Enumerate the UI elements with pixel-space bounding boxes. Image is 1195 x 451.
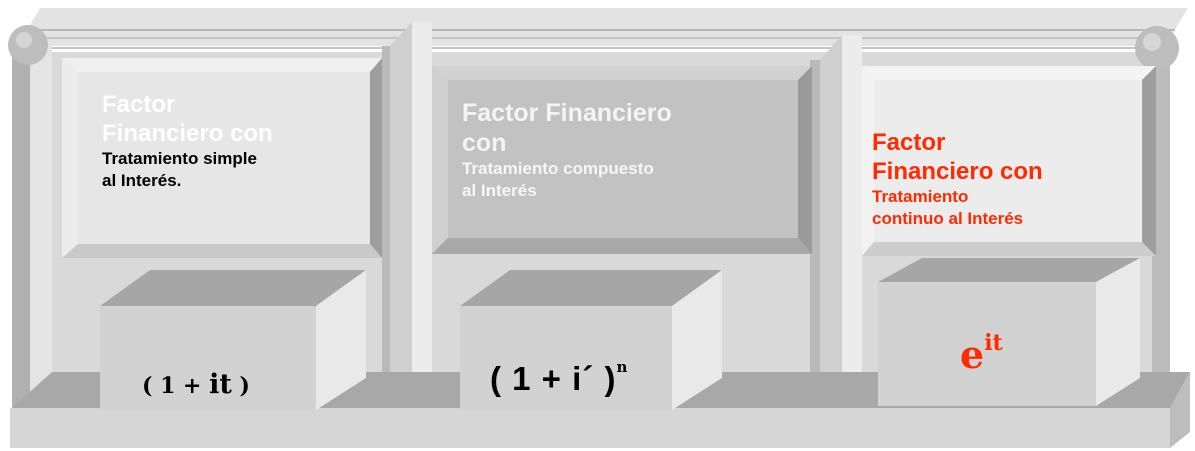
panel-2-title-line1: Factor Financiero <box>462 99 672 127</box>
formula-continuous-exponent: it <box>984 330 1003 357</box>
formula-box-1 <box>100 270 366 410</box>
formula-compound-exponent: n <box>616 358 629 376</box>
panel-1-subtitle-line2: al Interés. <box>102 171 182 190</box>
panel-1-title-line2: Financiero con <box>102 120 273 147</box>
panel-1-title-line1: Factor <box>102 91 176 118</box>
frame-pillars <box>12 22 1170 420</box>
panel-2-plate <box>432 66 812 254</box>
panel-3-plate <box>862 66 1156 256</box>
panel-1-subtitle-line1: Tratamiento simple <box>102 149 257 168</box>
formula-continuous: eit <box>960 330 1003 377</box>
formula-box-3 <box>878 258 1140 406</box>
frame-top-rail <box>18 8 1188 46</box>
formula-box-2 <box>460 270 722 410</box>
panel-2-subtitle-line2: al Interés <box>462 181 537 200</box>
formula-simple-var: it <box>209 369 232 400</box>
panel-3-subtitle-line2: continuo al Interés <box>872 209 1024 228</box>
panel-3-title-line1: Factor <box>872 129 946 156</box>
formula-compound-base: ( 1 + i´ ) <box>490 360 617 397</box>
panel-3-text: Factor Financiero con Tratamiento contin… <box>872 128 1142 230</box>
formula-simple-open: ( 1 + <box>142 373 210 399</box>
panel-1-text: Factor Financiero con Tratamiento simple… <box>102 90 372 192</box>
formula-simple: ( 1 + it ) <box>142 369 250 400</box>
formula-simple-close: ) <box>231 373 250 399</box>
panel-3-subtitle-line1: Tratamiento <box>872 187 969 206</box>
panel-2-text: Factor Financiero con Tratamiento compue… <box>462 98 762 202</box>
formula-compound: ( 1 + i´ )n <box>490 358 629 398</box>
panel-2-title-line2: con <box>462 129 507 157</box>
formula-continuous-base: e <box>960 332 985 377</box>
panel-3-title-line2: Financiero con <box>872 158 1043 185</box>
panel-1-plate <box>62 58 382 258</box>
panel-2-subtitle-line1: Tratamiento compuesto <box>462 159 654 178</box>
